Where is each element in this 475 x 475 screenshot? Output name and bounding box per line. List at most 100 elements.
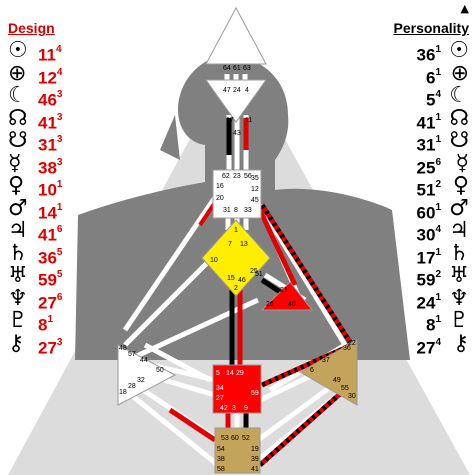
gate-number: 24 [416,293,436,313]
line-number: 6 [56,291,63,303]
line-number: 6 [435,156,441,168]
gate-label: 28 [128,383,136,390]
activation-row: ⊕124 [8,62,78,88]
activation-value: 304 [417,223,441,244]
personality-header: Personality [393,20,469,36]
gate-number: 31 [38,135,57,155]
gate-label: 11 [245,117,252,124]
gate-label: 48 [119,345,127,352]
gate-label: 62 [222,173,230,180]
saturn-icon: ♄ [8,240,28,266]
line-number: 4 [55,44,62,55]
gate-label: 60 [231,435,239,442]
gate-label: 22 [348,340,356,347]
pluto-icon: ♇ [8,308,28,333]
line-number: 1 [435,134,441,145]
line-number: 1 [435,291,441,303]
gate-label: 8 [234,207,238,214]
gate-label: 24 [233,87,241,94]
sacral-center[interactable] [212,364,262,414]
gate-label: 54 [217,446,225,453]
gate-label: 6 [310,367,314,374]
activation-row: ♆276 [8,287,78,311]
gate-number: 60 [416,203,436,223]
gate-label: 18 [119,389,127,396]
gate-label: 35 [251,175,259,182]
spleen-center[interactable] [117,344,177,406]
gate-label: 16 [216,183,224,190]
gate-label: 53 [221,435,229,442]
activation-row: ♀512 [399,173,469,199]
throat-center[interactable] [212,169,262,219]
gate-number: 5 [425,90,436,110]
gate-label: 7 [228,241,232,248]
gate-label: 44 [140,357,148,364]
gate-label: 3 [232,405,236,412]
triangle-logo-icon[interactable]: ▲ [460,2,469,15]
neptune-icon: ♆ [449,285,469,311]
root-center[interactable] [214,427,261,474]
activation-value: 411 [417,111,441,132]
line-number: 4 [435,224,441,235]
gate-number: 25 [416,158,436,178]
activation-value: 463 [38,88,62,109]
ajna-center[interactable] [205,79,267,123]
line-number: 5 [56,269,63,280]
moon-icon: ☾ [8,83,28,108]
activation-value: 311 [417,133,441,154]
gate-label: 52 [242,435,250,442]
gate-number: 36 [416,45,436,65]
gate-number: 27 [416,338,436,358]
g-center[interactable] [201,219,271,297]
line-number: 4 [435,89,441,100]
venus-icon: ♀ [452,173,469,198]
gate-number: 38 [38,158,57,178]
activation-row: ♄365 [8,240,78,266]
gate-number: 12 [38,68,57,88]
gate-label: 20 [216,195,224,202]
gate-label: 46 [238,277,246,284]
activation-row: ☊ 413 [8,105,78,132]
gate-label: 10 [210,257,218,264]
gate-label: 45 [251,197,259,204]
ego-center[interactable] [260,281,314,311]
design-header: Design [8,20,55,36]
mars-icon: ♂ [8,195,28,221]
gate-label: 58 [217,466,225,473]
jupiter-icon: ♃ [8,218,28,243]
gate-label: 64 [223,65,231,72]
line-number: 2 [435,269,441,280]
activation-value: 273 [38,336,62,357]
mercury-icon: ☿ [8,150,22,176]
activation-row: ☾ 463 [8,83,78,109]
activation-row: ♆ 241 [399,285,469,313]
activation-value: 413 [38,111,62,132]
activation-row: ⚷273 [8,332,78,357]
line-number: 5 [56,246,63,258]
activation-value: 114 [38,43,62,64]
gate-number: 17 [416,248,436,268]
south-node-icon: ☋ [8,128,28,153]
activation-row: ♄171 [399,242,469,268]
gate-label: 21 [280,287,288,294]
gate-label: 27 [216,395,224,402]
gate-label: 37 [322,357,330,364]
line-number: 2 [435,179,441,190]
mars-icon: ♂ [449,195,469,221]
jupiter-icon: ♃ [449,218,469,243]
solar-plexus-center[interactable] [298,339,358,406]
north-node-icon: ☊ [8,105,28,131]
sun-icon: ☉ [449,38,469,63]
activation-row: ☉114 [8,40,78,64]
activation-row: ⊕61 [399,62,469,87]
activation-value: 101 [38,178,62,199]
line-number: 1 [435,44,441,55]
gate-number: 11 [38,45,56,65]
activation-row: ♅595 [8,265,78,289]
head-center[interactable] [205,6,267,65]
activation-value: 61 [426,66,441,87]
moon-icon: ☾ [449,83,469,108]
line-number: 1 [47,314,54,325]
